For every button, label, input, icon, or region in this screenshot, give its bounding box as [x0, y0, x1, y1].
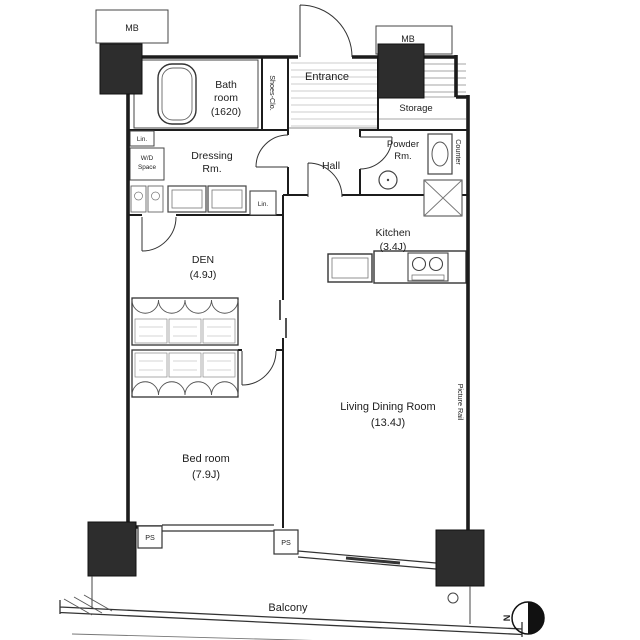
- closet-lower-label-boxes: [134, 352, 236, 378]
- pillar-bottom-left: [87, 521, 137, 577]
- stove-burner-right: [428, 256, 444, 272]
- ps-right-label: PS: [281, 538, 291, 547]
- linen-hall-label: Lin.: [258, 201, 269, 208]
- balcony-partition-hatch: [63, 594, 113, 616]
- room-label-living-dining-size: (13.4J): [371, 417, 405, 429]
- basin-drain-dot: [386, 178, 390, 182]
- room-label-storage: Storage: [399, 103, 432, 114]
- door-swing-powder: [359, 136, 393, 170]
- mb-box-left: [95, 9, 169, 44]
- utility-cabinet-right: [147, 185, 164, 213]
- entrance-tile-hatch: [291, 62, 377, 127]
- door-swing-hall-ldk: [307, 162, 343, 198]
- room-label-den: DEN: [192, 254, 214, 266]
- compass-icon: N: [502, 601, 545, 635]
- kitchen-island: [327, 253, 373, 283]
- hanger-arcs-lower: [131, 381, 239, 396]
- window-living: [297, 550, 437, 570]
- ps-box-left: [137, 525, 163, 549]
- door-swing-bedroom: [241, 350, 277, 386]
- closet-upper: [131, 297, 239, 346]
- linen-top-box: [129, 130, 155, 147]
- closet-lower: [131, 349, 239, 398]
- room-label-living-dining: Living Dining Room: [340, 401, 435, 413]
- room-label-dressing-1: Dressing: [191, 150, 233, 162]
- room-label-powder-1: Powder: [387, 139, 419, 150]
- ps-left-label: PS: [145, 533, 155, 542]
- door-swing-dressing: [255, 134, 289, 168]
- closet-upper-label-boxes: [134, 318, 236, 344]
- room-label-bedroom: Bed room: [182, 453, 230, 465]
- room-label-dressing-2: Rm.: [202, 163, 221, 175]
- room-label-powder-2: Rm.: [394, 151, 411, 162]
- fridge-space-cross: [423, 179, 463, 217]
- window-bedroom: [162, 524, 274, 532]
- balcony-side-lines: [91, 576, 471, 624]
- door-swing-den: [141, 216, 177, 252]
- pillar-top-left: [99, 43, 143, 95]
- kitchen-island-sink: [331, 257, 369, 279]
- north-label: N: [502, 615, 512, 622]
- pillar-bottom-right: [435, 529, 485, 587]
- balcony-railing: [59, 600, 523, 637]
- room-label-den-size: (4.9J): [190, 269, 217, 281]
- utility-cabinet-left: [130, 185, 147, 213]
- sliding-door-marks: [279, 300, 287, 338]
- room-label-kitchen-size: (3.4J): [380, 241, 407, 253]
- balcony-label: Balcony: [268, 602, 308, 614]
- room-label-bath-2: room: [214, 92, 238, 104]
- wd-space-box: [129, 147, 165, 181]
- wd-space-label-1: W/D: [141, 155, 154, 162]
- drain-icon: [447, 592, 459, 604]
- hanger-arcs-upper: [131, 299, 239, 314]
- door-swings: [141, 4, 393, 386]
- picture-rail-label: Picture Rail: [456, 384, 465, 421]
- mb-right-label: MB: [401, 34, 415, 44]
- room-label-hall: Hall: [322, 160, 340, 172]
- ps-box-right: [273, 529, 299, 555]
- room-label-bath-size: (1620): [211, 106, 241, 118]
- pillar-top-right: [377, 43, 425, 99]
- powder-sink-icon: [431, 141, 449, 167]
- room-label-kitchen: Kitchen: [375, 227, 410, 239]
- linen-hall-box: [249, 190, 277, 216]
- door-swing-entrance: [299, 4, 353, 58]
- room-label-shoes-closet: Shoes-Clo.: [268, 75, 277, 111]
- ground-line: [71, 633, 313, 640]
- vanity-left-basin: [171, 189, 203, 209]
- room-label-bath-1: Bath: [215, 79, 237, 91]
- stove-burner-left: [411, 256, 427, 272]
- vanity-right-basin: [211, 189, 243, 209]
- linen-top-label: Lin.: [137, 136, 148, 143]
- washer-drum-icon: [134, 191, 143, 201]
- window-vent-segment: [345, 556, 401, 565]
- mb-left-label: MB: [125, 23, 139, 33]
- bathtub-icon: [157, 63, 197, 125]
- dryer-drum-icon: [151, 191, 160, 201]
- room-label-entrance: Entrance: [305, 71, 349, 83]
- room-label-bedroom-size: (7.9J): [192, 469, 220, 481]
- bathtub-inner-line: [161, 67, 193, 121]
- wd-space-label-2: Space: [138, 164, 157, 171]
- stove-control-panel: [411, 274, 445, 281]
- counter-label: Counter: [454, 139, 463, 165]
